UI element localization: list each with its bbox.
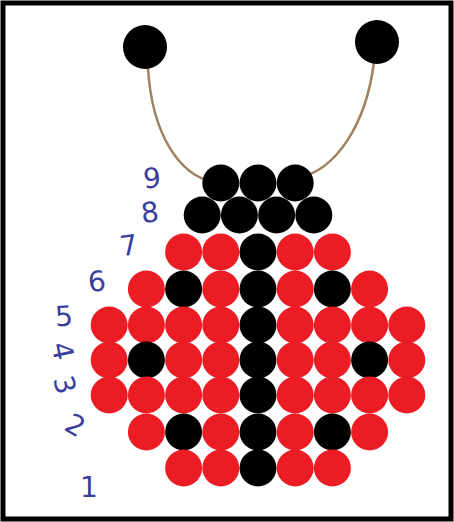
bead-grid (91, 165, 426, 487)
antenna-line (298, 62, 374, 178)
antenna-bead (123, 25, 167, 69)
bead (277, 414, 314, 451)
bead (240, 450, 277, 487)
bead (165, 307, 202, 344)
row-number: 1 (80, 474, 98, 502)
bead (202, 377, 239, 414)
bead (165, 234, 202, 271)
bead (91, 307, 128, 344)
bead (128, 414, 165, 451)
bead (314, 271, 351, 308)
picture-frame (3, 3, 451, 519)
row-number: 8 (140, 198, 161, 228)
bead (388, 307, 425, 344)
bead (202, 271, 239, 308)
bead (202, 342, 239, 379)
bead (314, 234, 351, 271)
bead (221, 197, 258, 234)
bead (202, 414, 239, 451)
bead (351, 307, 388, 344)
bead (351, 414, 388, 451)
bead (240, 342, 277, 379)
bead (351, 342, 388, 379)
bead (128, 342, 165, 379)
bead (240, 414, 277, 451)
bead (277, 234, 314, 271)
bead (165, 342, 202, 379)
bead (277, 165, 314, 202)
bead (351, 271, 388, 308)
bead (202, 450, 239, 487)
bead (184, 197, 221, 234)
bead (277, 307, 314, 344)
bead (314, 342, 351, 379)
row-number: 9 (142, 164, 162, 193)
row-number: 5 (54, 302, 74, 331)
bead (240, 234, 277, 271)
bead (240, 307, 277, 344)
bead (351, 377, 388, 414)
bead (128, 307, 165, 344)
antenna-bead (355, 20, 399, 64)
bead (314, 307, 351, 344)
bead (277, 342, 314, 379)
bead (128, 271, 165, 308)
bead (202, 307, 239, 344)
bead (91, 377, 128, 414)
bead (165, 377, 202, 414)
bead (240, 377, 277, 414)
bead (314, 377, 351, 414)
bead (277, 450, 314, 487)
row-number: 6 (87, 267, 108, 297)
bead (240, 271, 277, 308)
bead (165, 450, 202, 487)
bead (314, 414, 351, 451)
bead (165, 271, 202, 308)
bead (202, 165, 239, 202)
bead (240, 165, 277, 202)
bead (91, 342, 128, 379)
bead (295, 197, 332, 234)
bead (128, 377, 165, 414)
bead (388, 377, 425, 414)
bead (314, 450, 351, 487)
bead (165, 414, 202, 451)
bead (202, 234, 239, 271)
bead (258, 197, 295, 234)
bead (277, 271, 314, 308)
bead (277, 377, 314, 414)
bead (388, 342, 425, 379)
row-number: 7 (118, 231, 140, 261)
